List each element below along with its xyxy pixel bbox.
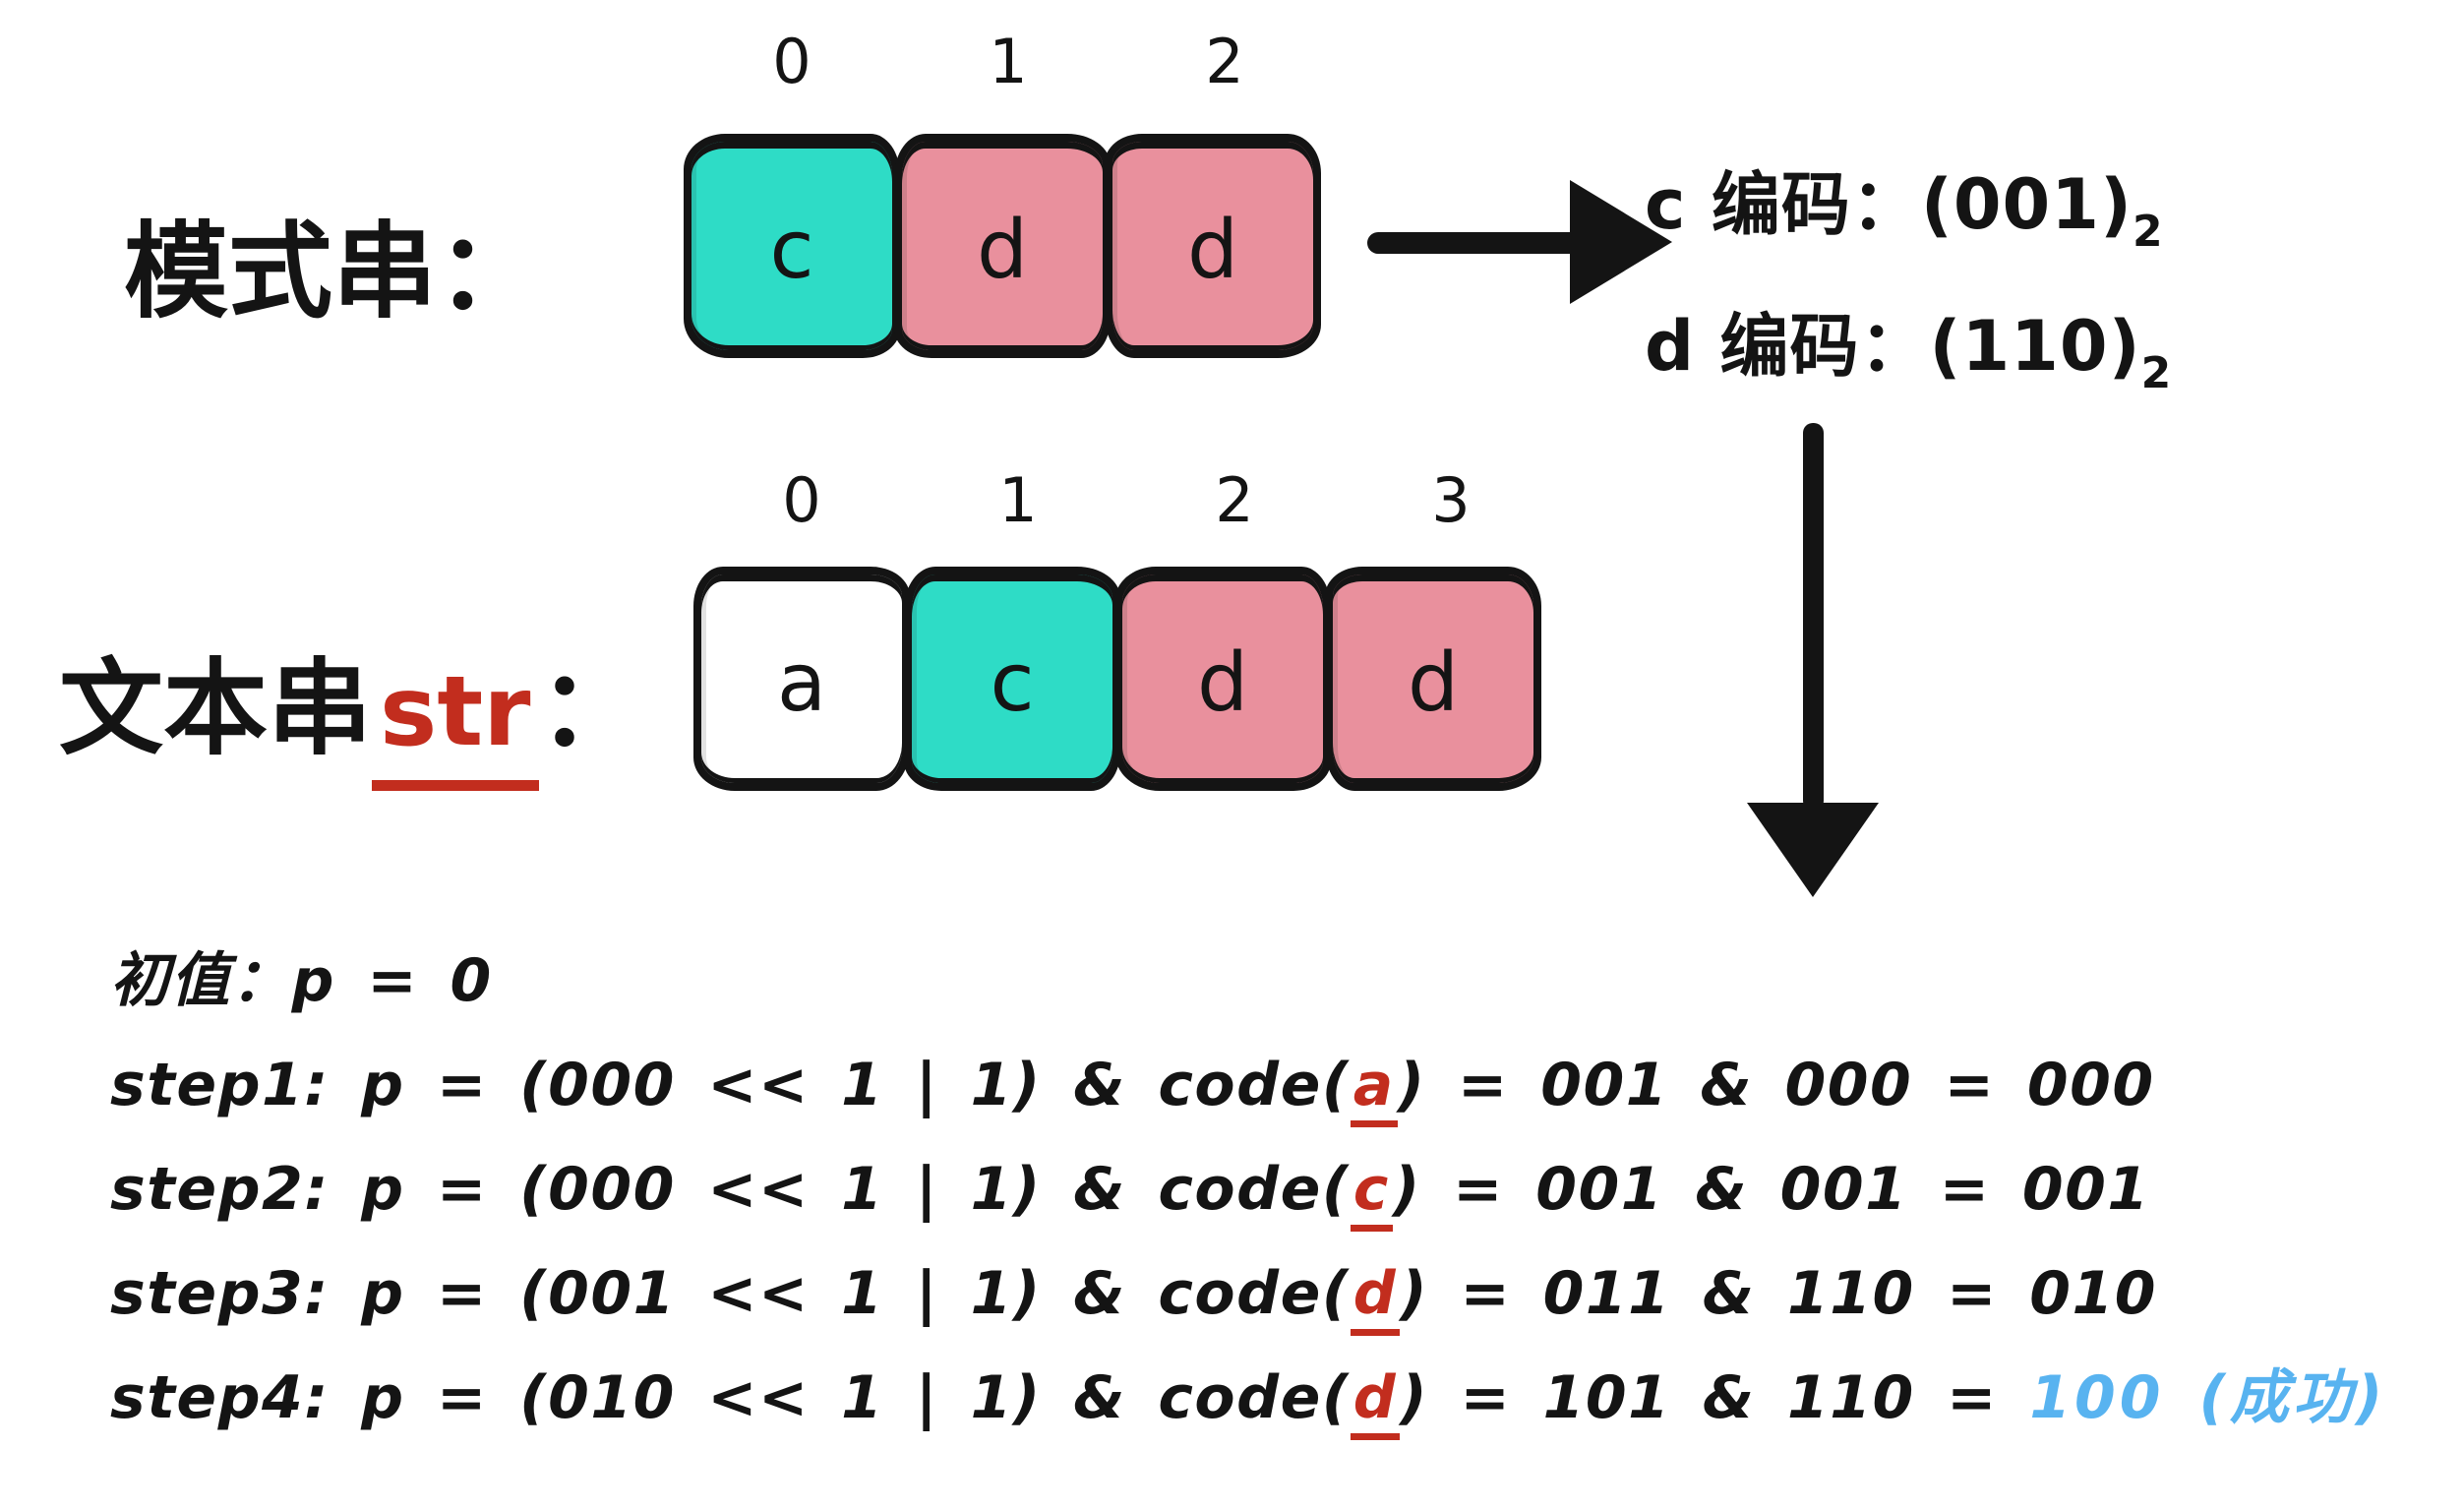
- step3-matched-char: d: [1350, 1264, 1401, 1336]
- right-arrow-head-icon: [1570, 180, 1672, 304]
- pattern-cell-0: c: [684, 134, 900, 358]
- text-cell-0: a: [693, 567, 910, 791]
- pattern-index-2: 2: [1205, 26, 1244, 97]
- encoding-line-d-subscript: 2: [2140, 348, 2173, 398]
- encoding-line-c-text: c 编码：(001): [1645, 164, 2133, 245]
- text-index-row: 0 1 2 3: [693, 464, 1559, 536]
- text-cell-3-char: d: [1407, 635, 1460, 730]
- text-cell-1-char: c: [990, 635, 1035, 730]
- pattern-cell-1-char: d: [976, 203, 1029, 297]
- step-line-1: step1: p = (000 << 1 | 1) & code(a) = 00…: [110, 1033, 2386, 1137]
- text-label: 文本串str：: [59, 624, 643, 791]
- step3-pre: step3: p = (001 << 1 | 1) & code(: [110, 1259, 1351, 1328]
- text-cell-row: a c d d: [693, 567, 1541, 791]
- step-init-line: 初值：p = 0: [110, 929, 2386, 1033]
- step3-post: ) = 011 & 110 = 010: [1400, 1259, 2158, 1328]
- text-index-3: 3: [1431, 464, 1471, 536]
- step4-pre: step4: p = (010 << 1 | 1) & code(: [110, 1363, 1351, 1432]
- text-cell-2: d: [1114, 567, 1331, 791]
- step-init-text: 初值：p = 0: [110, 946, 493, 1015]
- text-var-str: str: [372, 664, 539, 791]
- text-label-colon: ：: [538, 648, 643, 769]
- step2-pre: step2: p = (000 << 1 | 1) & code(: [110, 1155, 1351, 1224]
- step-line-4: step4: p = (010 << 1 | 1) & code(d) = 10…: [110, 1346, 2386, 1450]
- step4-result-success: 100 (成功): [2029, 1363, 2387, 1432]
- pattern-label: 模式串：: [124, 187, 541, 338]
- steps-block: 初值：p = 0 step1: p = (000 << 1 | 1) & cod…: [110, 929, 2386, 1450]
- text-label-text: 文本串: [59, 648, 372, 769]
- step2-post: ) = 001 & 001 = 001: [1392, 1155, 2150, 1224]
- text-cell-3: d: [1325, 567, 1541, 791]
- pattern-cell-2-char: d: [1186, 203, 1239, 297]
- down-arrow-icon: [1803, 423, 1824, 811]
- step1-post: ) = 001 & 000 = 000: [1397, 1051, 2155, 1119]
- down-arrow-head-icon: [1747, 803, 1879, 897]
- pattern-index-row: 0 1 2: [684, 26, 1333, 97]
- encoding-line-c-subscript: 2: [2132, 207, 2164, 257]
- encoding-line-d: d 编码：(110)2: [1645, 289, 2172, 431]
- text-cell-1: c: [904, 567, 1120, 791]
- step1-pre: step1: p = (000 << 1 | 1) & code(: [110, 1051, 1351, 1119]
- step4-matched-char: d: [1350, 1368, 1401, 1440]
- step1-matched-char: a: [1350, 1056, 1398, 1127]
- text-cell-0-char: a: [776, 635, 827, 730]
- encoding-line-c: c 编码：(001)2: [1645, 148, 2172, 289]
- text-index-2: 2: [1215, 464, 1254, 536]
- text-index-1: 1: [998, 464, 1038, 536]
- step-line-2: step2: p = (000 << 1 | 1) & code(c) = 00…: [110, 1137, 2386, 1241]
- pattern-cell-row: c d d: [684, 134, 1321, 358]
- pattern-label-text: 模式串: [124, 211, 437, 332]
- step2-matched-char: c: [1350, 1160, 1393, 1232]
- pattern-index-0: 0: [772, 26, 811, 97]
- step4-post: ) = 101 & 110 =: [1400, 1363, 2030, 1432]
- encoding-line-d-text: d 编码：(110): [1645, 306, 2141, 387]
- text-index-0: 0: [782, 464, 821, 536]
- step-line-3: step3: p = (001 << 1 | 1) & code(d) = 01…: [110, 1241, 2386, 1346]
- pattern-cell-0-char: c: [769, 203, 814, 297]
- pattern-label-colon: ：: [437, 211, 541, 332]
- pattern-cell-1: d: [894, 134, 1111, 358]
- right-arrow-icon: [1367, 232, 1586, 254]
- pattern-cell-2: d: [1105, 134, 1321, 358]
- pattern-index-1: 1: [989, 26, 1028, 97]
- encoding-block: c 编码：(001)2 d 编码：(110)2: [1645, 148, 2172, 431]
- text-cell-2-char: d: [1196, 635, 1249, 730]
